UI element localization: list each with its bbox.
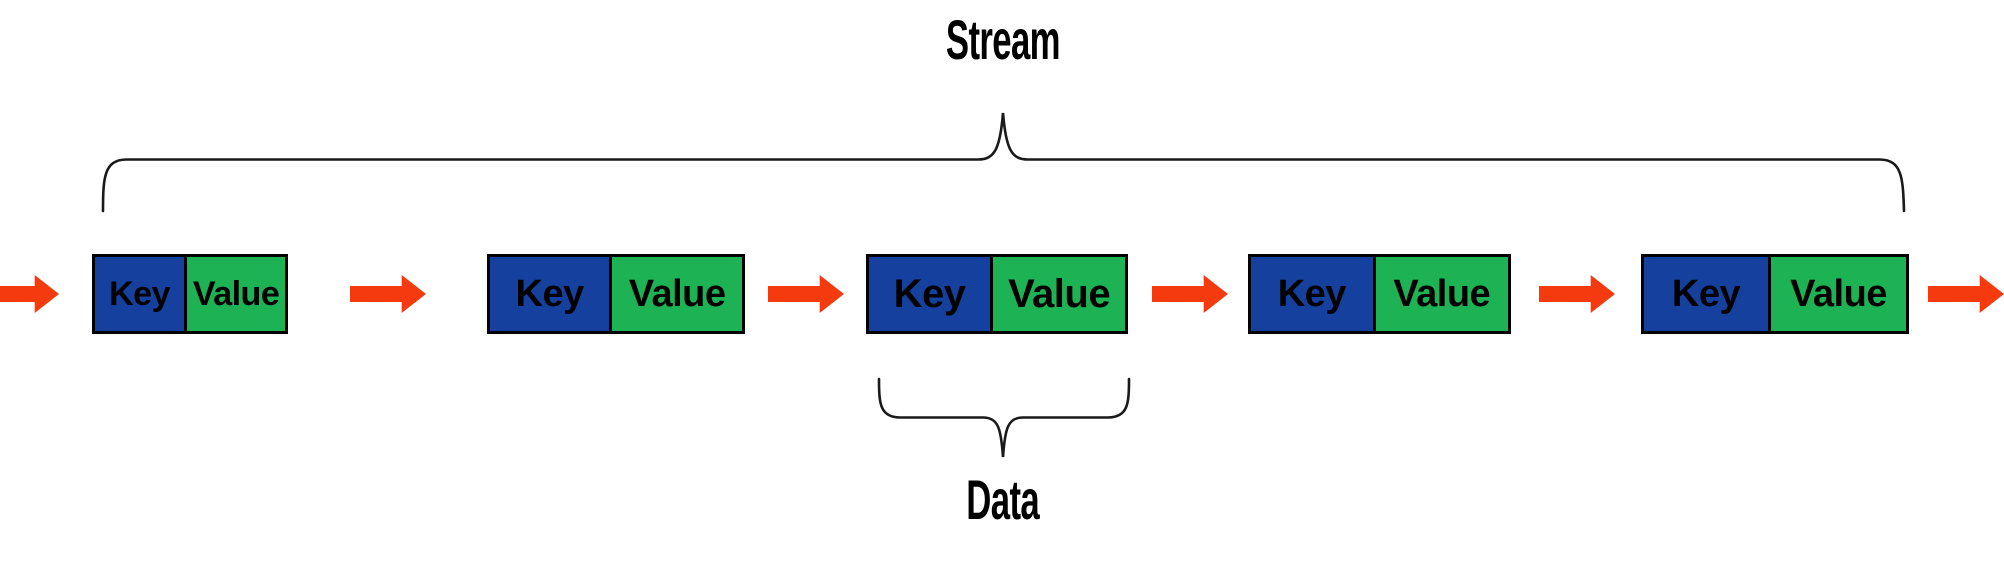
value-cell: Value [1375,257,1508,331]
flow-arrow-icon [1152,275,1228,313]
value-cell: Value [1771,257,1906,331]
key-label: Key [1277,272,1347,315]
value-label: Value [1008,271,1111,316]
key-cell: Key [1644,257,1772,331]
key-value-box: Key Value [487,254,745,334]
data-label-text: Data [966,468,1040,531]
key-value-box: Key Value [1641,254,1909,334]
value-cell: Value [993,257,1125,331]
value-cell: Value [612,257,742,331]
stream-label-text: Stream [945,8,1061,71]
key-cell: Key [1251,257,1376,331]
key-value-box: Key Value [1248,254,1511,334]
flow-arrow-icon [1928,275,2004,313]
value-label: Value [1790,272,1887,315]
key-cell: Key [95,257,188,331]
stream-label: Stream [883,12,1123,68]
key-value-box: Key Value [92,254,288,334]
data-label: Data [883,472,1123,528]
key-cell: Key [490,257,613,331]
key-label: Key [893,271,966,316]
flow-arrow-icon [1539,275,1615,313]
flow-arrow-icon [0,275,59,313]
value-label: Value [628,272,726,315]
flow-arrow-icon [768,275,844,313]
flow-arrow-icon [350,275,426,313]
key-label: Key [109,274,170,313]
stream-brace [101,112,1906,213]
value-cell: Value [187,257,285,331]
key-value-box: Key Value [866,254,1128,334]
data-brace [877,377,1131,458]
value-label: Value [192,274,280,313]
key-label: Key [1671,272,1741,315]
key-cell: Key [869,257,994,331]
value-label: Value [1393,272,1491,315]
key-label: Key [515,272,585,315]
